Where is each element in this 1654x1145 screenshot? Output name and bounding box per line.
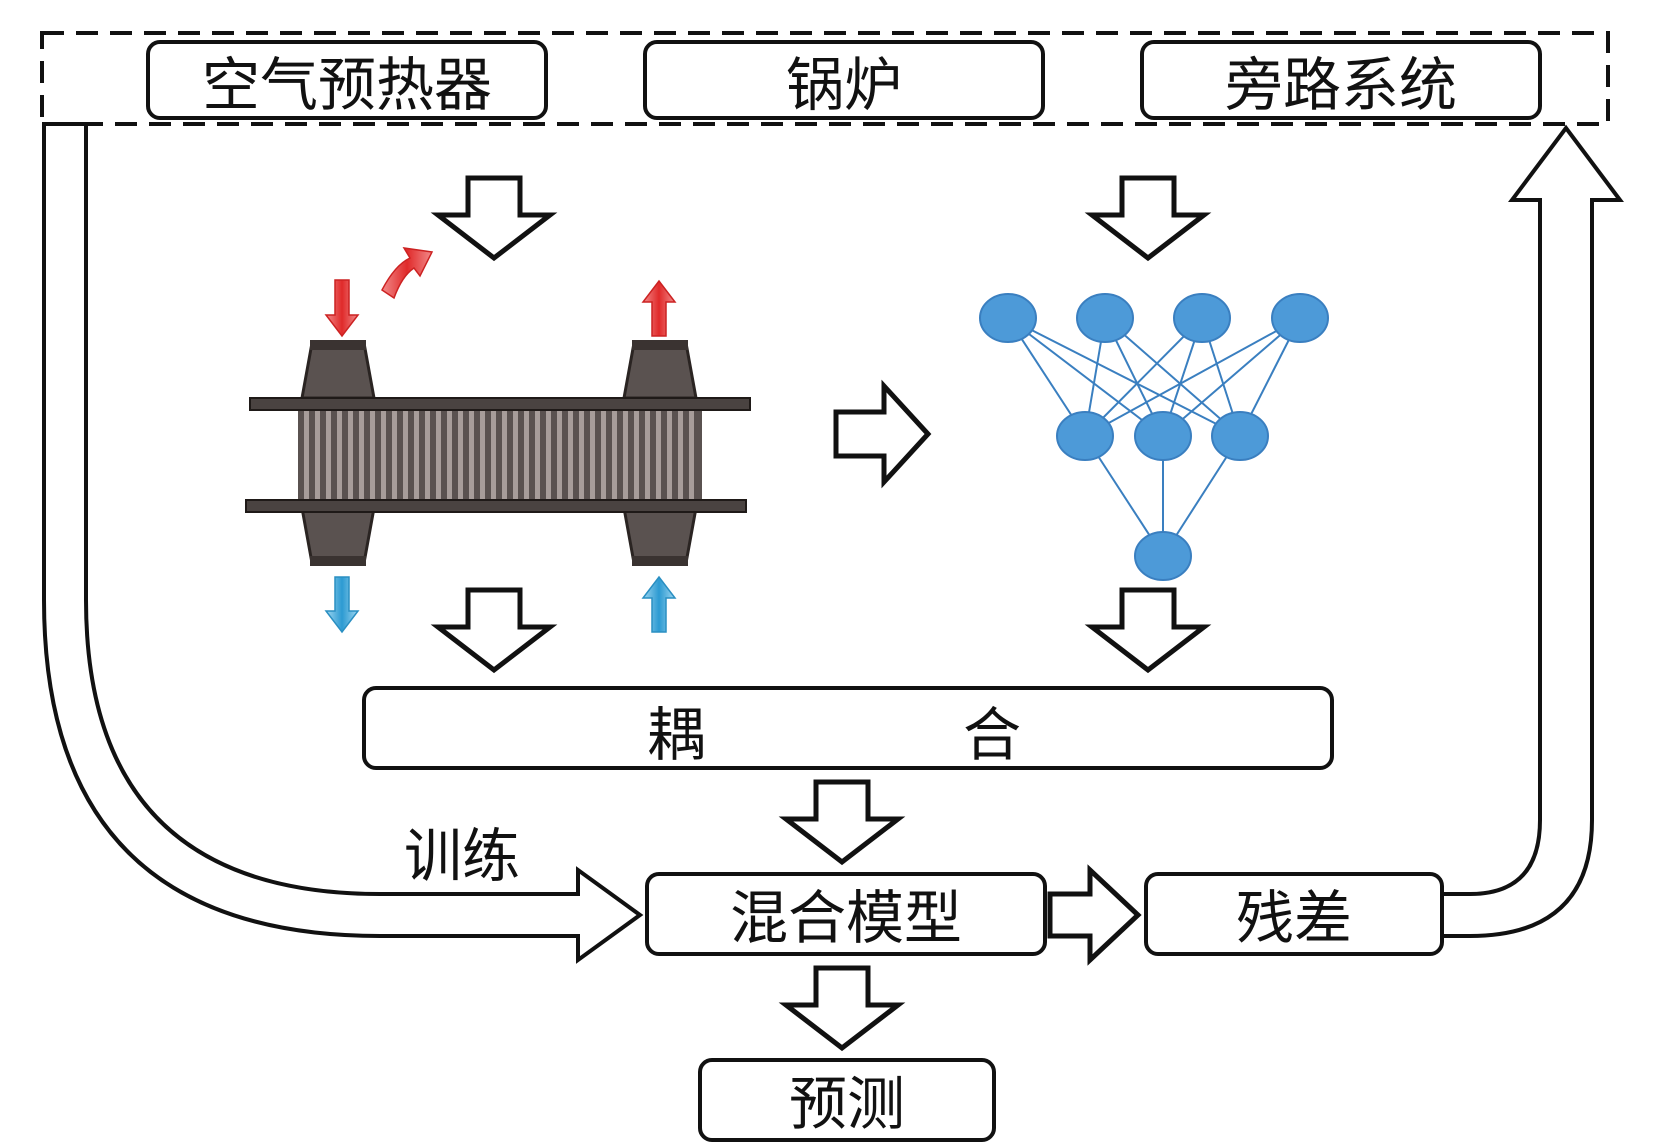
hybrid-model-label: 混合模型 — [730, 884, 962, 952]
right-arrow-to-residual — [1047, 864, 1142, 966]
prediction-label: 预测 — [789, 1070, 905, 1138]
network-connection — [1084, 317, 1203, 437]
exchanger-fin — [370, 410, 375, 500]
exchanger-fin — [612, 410, 617, 500]
hot-inlet-arrow — [324, 279, 360, 338]
residual-box: 残差 — [1144, 872, 1444, 956]
exchanger-fin — [546, 410, 551, 500]
exchanger-fin — [381, 410, 386, 500]
network-connection — [1084, 317, 1301, 437]
exchanger-fin — [480, 410, 485, 500]
exchanger-fin — [502, 410, 507, 500]
cold-inlet-arrow — [641, 575, 677, 633]
down-arrow-network-to-coupling — [1084, 587, 1212, 674]
exchanger-fin — [348, 410, 353, 500]
network-connection — [1007, 317, 1164, 437]
exchanger-fin — [458, 410, 463, 500]
air-preheater-label: 空气预热器 — [202, 51, 492, 119]
exchanger-fin — [392, 410, 397, 500]
network-connection — [1162, 317, 1301, 437]
exchanger-fin — [634, 410, 639, 500]
hot-curved-arrow — [381, 247, 434, 300]
exchanger-fin — [557, 410, 562, 500]
exchanger-fin — [568, 410, 573, 500]
exchanger-fin — [436, 410, 441, 500]
exchanger-fin — [678, 410, 683, 500]
exchanger-fin — [414, 410, 419, 500]
exchanger-fin — [447, 410, 452, 500]
network-neuron — [1211, 411, 1269, 461]
coupling-char-right: 合 — [963, 701, 1021, 769]
heat-exchanger-icon — [245, 340, 751, 566]
bypass-system-label: 旁路系统 — [1225, 51, 1457, 119]
exchanger-fin — [304, 410, 309, 500]
network-neuron — [1076, 293, 1134, 343]
exchanger-fin — [403, 410, 408, 500]
exchanger-fin — [689, 410, 694, 500]
hot-outlet-arrow — [641, 279, 677, 337]
right-arrow-to-network — [833, 379, 932, 489]
network-neuron — [1271, 293, 1329, 343]
down-arrow-to-hybrid-model — [778, 779, 906, 866]
exchanger-fin — [667, 410, 672, 500]
down-arrow-to-network — [1084, 175, 1212, 262]
residual-label: 残差 — [1236, 884, 1352, 952]
network-connection — [1104, 317, 1241, 437]
down-arrow-to-prediction — [778, 965, 906, 1052]
bypass-system-box: 旁路系统 — [1140, 40, 1542, 120]
boiler-label: 锅炉 — [786, 51, 902, 119]
hybrid-model-box: 混合模型 — [645, 872, 1047, 956]
down-arrow-exchanger-to-coupling — [430, 587, 558, 674]
cold-outlet-arrow — [324, 576, 360, 634]
coupling-box: 耦 合 — [362, 686, 1334, 770]
exchanger-fin — [645, 410, 650, 500]
training-label: 训练 — [404, 822, 520, 890]
network-neuron — [1134, 411, 1192, 461]
training-loop-arrow — [42, 122, 644, 964]
coupling-char-left: 耦 — [647, 701, 705, 769]
neural-network-icon — [979, 293, 1329, 581]
exchanger-fin — [524, 410, 529, 500]
exchanger-fin — [469, 410, 474, 500]
boiler-box: 锅炉 — [643, 40, 1045, 120]
network-connection — [1007, 317, 1241, 437]
air-preheater-box: 空气预热器 — [146, 40, 548, 120]
network-neuron — [1056, 411, 1114, 461]
exchanger-fin — [535, 410, 540, 500]
network-neuron — [1173, 293, 1231, 343]
exchanger-fin — [579, 410, 584, 500]
network-neuron — [1134, 531, 1192, 581]
exchanger-fin — [601, 410, 606, 500]
exchanger-fin — [359, 410, 364, 500]
top-dashed-group — [40, 31, 1610, 126]
exchanger-fin — [326, 410, 331, 500]
exchanger-fin — [590, 410, 595, 500]
residual-feedback-arrow — [1440, 124, 1624, 938]
exchanger-fin — [656, 410, 661, 500]
exchanger-fin — [513, 410, 518, 500]
exchanger-fin — [337, 410, 342, 500]
exchanger-fin — [315, 410, 320, 500]
prediction-box: 预测 — [698, 1058, 996, 1142]
exchanger-fin — [425, 410, 430, 500]
down-arrow-to-exchanger — [430, 175, 558, 262]
network-neuron — [979, 293, 1037, 343]
exchanger-fin — [491, 410, 496, 500]
exchanger-fin — [623, 410, 628, 500]
